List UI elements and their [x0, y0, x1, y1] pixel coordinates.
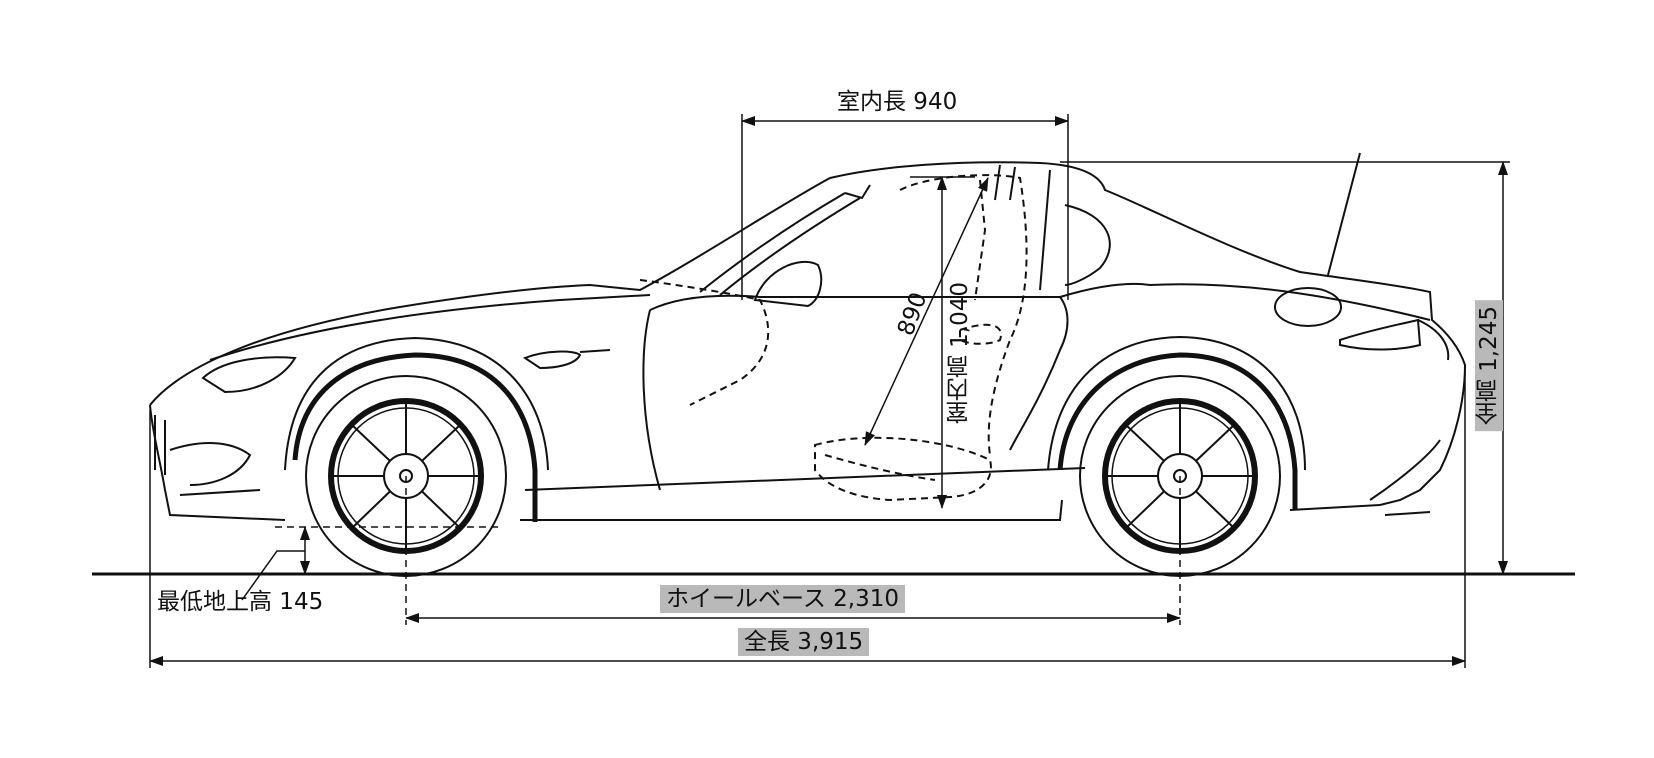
interior-diagonal-arrow — [864, 177, 989, 446]
wheelbase-label: ホイールベース 2,310 — [660, 585, 906, 613]
dimension-lines — [149, 114, 1510, 668]
interior-height-label: 室内高 1,040 — [947, 282, 973, 425]
overall-height-label: 全高 1,245 — [1475, 300, 1503, 432]
interior-length-label: 室内長 940 — [837, 89, 958, 115]
ground-clearance-label: 最低地上高 145 — [157, 589, 324, 615]
car-body — [149, 152, 1467, 522]
overall-length-label: 全長 3,915 — [738, 628, 870, 656]
